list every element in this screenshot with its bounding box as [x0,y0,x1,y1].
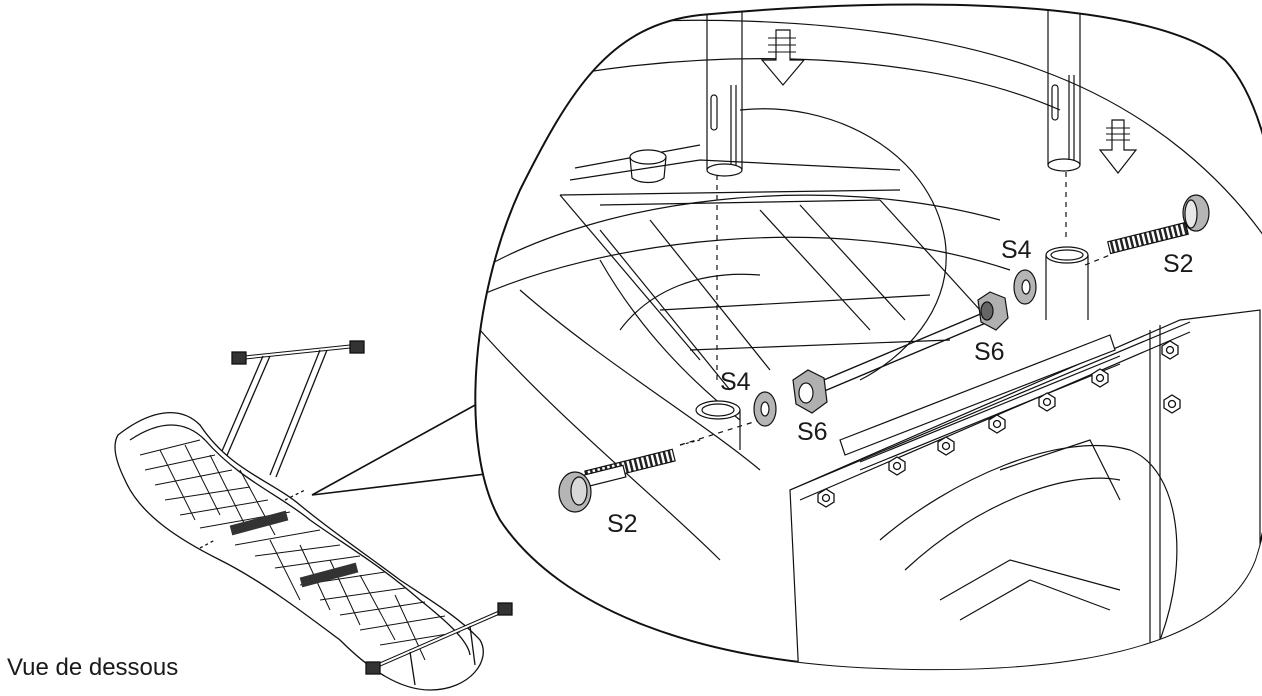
label-s2-right: S2 [1163,250,1194,278]
panel-nuts [817,340,1181,508]
bolt-s2-left [558,439,701,513]
label-s2-left: S2 [607,510,638,538]
bolt-s2-right [1107,194,1210,255]
detail-bubble: S2 S4 S6 S4 S6 S2 [474,3,1262,671]
label-s4-right: S4 [1001,236,1032,264]
washer-s4-left [753,391,777,427]
label-s6-right: S6 [974,338,1005,366]
nut-s6-left [792,369,828,414]
callout-pointer [311,392,520,496]
overview-drawing [114,340,513,691]
view-caption: Vue de dessous [7,654,179,681]
label-s6-left: S6 [797,418,828,446]
washer-s4-right [1013,269,1037,305]
nut-s6-right [977,291,1009,331]
label-s4-left: S4 [720,368,751,396]
